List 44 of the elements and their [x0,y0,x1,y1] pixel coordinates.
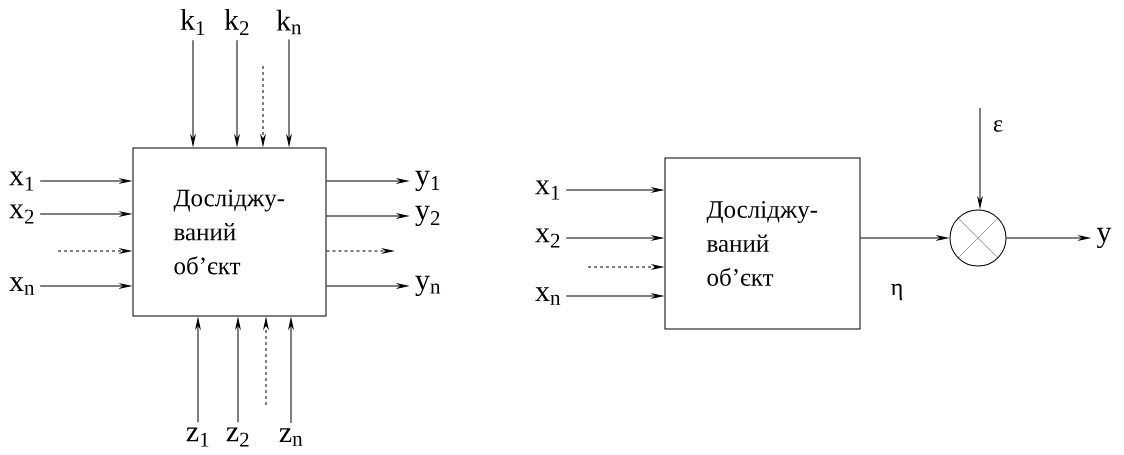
arrow [39,178,131,184]
signal-label: k$_{n}$ [276,9,302,35]
arrow [263,318,269,406]
arrow [195,318,201,423]
arrow [326,283,408,289]
signal-label: x$_{n}$ [9,277,35,295]
arrow [565,187,663,193]
signal-label: x$_{2}$ [535,228,560,248]
edge-label: ε [993,120,1003,132]
arrow [260,65,266,146]
arrow [565,293,663,299]
arrow [288,318,294,424]
edge-label: η [891,283,903,301]
signal-label: y$_{2}$ [415,205,440,227]
signal-label: z$_{1}$ [186,427,209,447]
arrow [235,318,241,423]
arrow [39,211,131,217]
arrow [587,264,663,270]
arrow [57,248,131,254]
signal-label: x$_{2}$ [9,204,34,224]
object-box: Досліджу- ваний об’єкт [664,157,861,330]
arrow [190,39,196,146]
arrow [286,38,292,146]
signal-label: y$_{n}$ [415,275,441,297]
signal-label: k$_{2}$ [224,8,249,36]
arrow [326,213,408,219]
signal-label: x$_{1}$ [9,171,34,191]
arrow [39,283,131,289]
object-box: Досліджу- ваний об’єкт [132,147,327,317]
signal-label: y$_{1}$ [415,170,440,192]
arrow [234,39,240,146]
signal-label: k$_{1}$ [180,8,205,36]
arrow [326,248,394,254]
arrow [860,235,948,241]
signal-label: z$_{2}$ [226,427,249,447]
signal-label: y [1096,227,1112,249]
arrow [326,178,408,184]
arrow [1006,235,1090,241]
signal-label: x$_{n}$ [535,287,561,305]
multiplier-circle [949,209,1007,267]
arrow [565,235,663,241]
signal-label: z$_{n}$ [279,428,303,446]
arrow [977,107,983,208]
signal-label: x$_{1}$ [535,180,560,200]
